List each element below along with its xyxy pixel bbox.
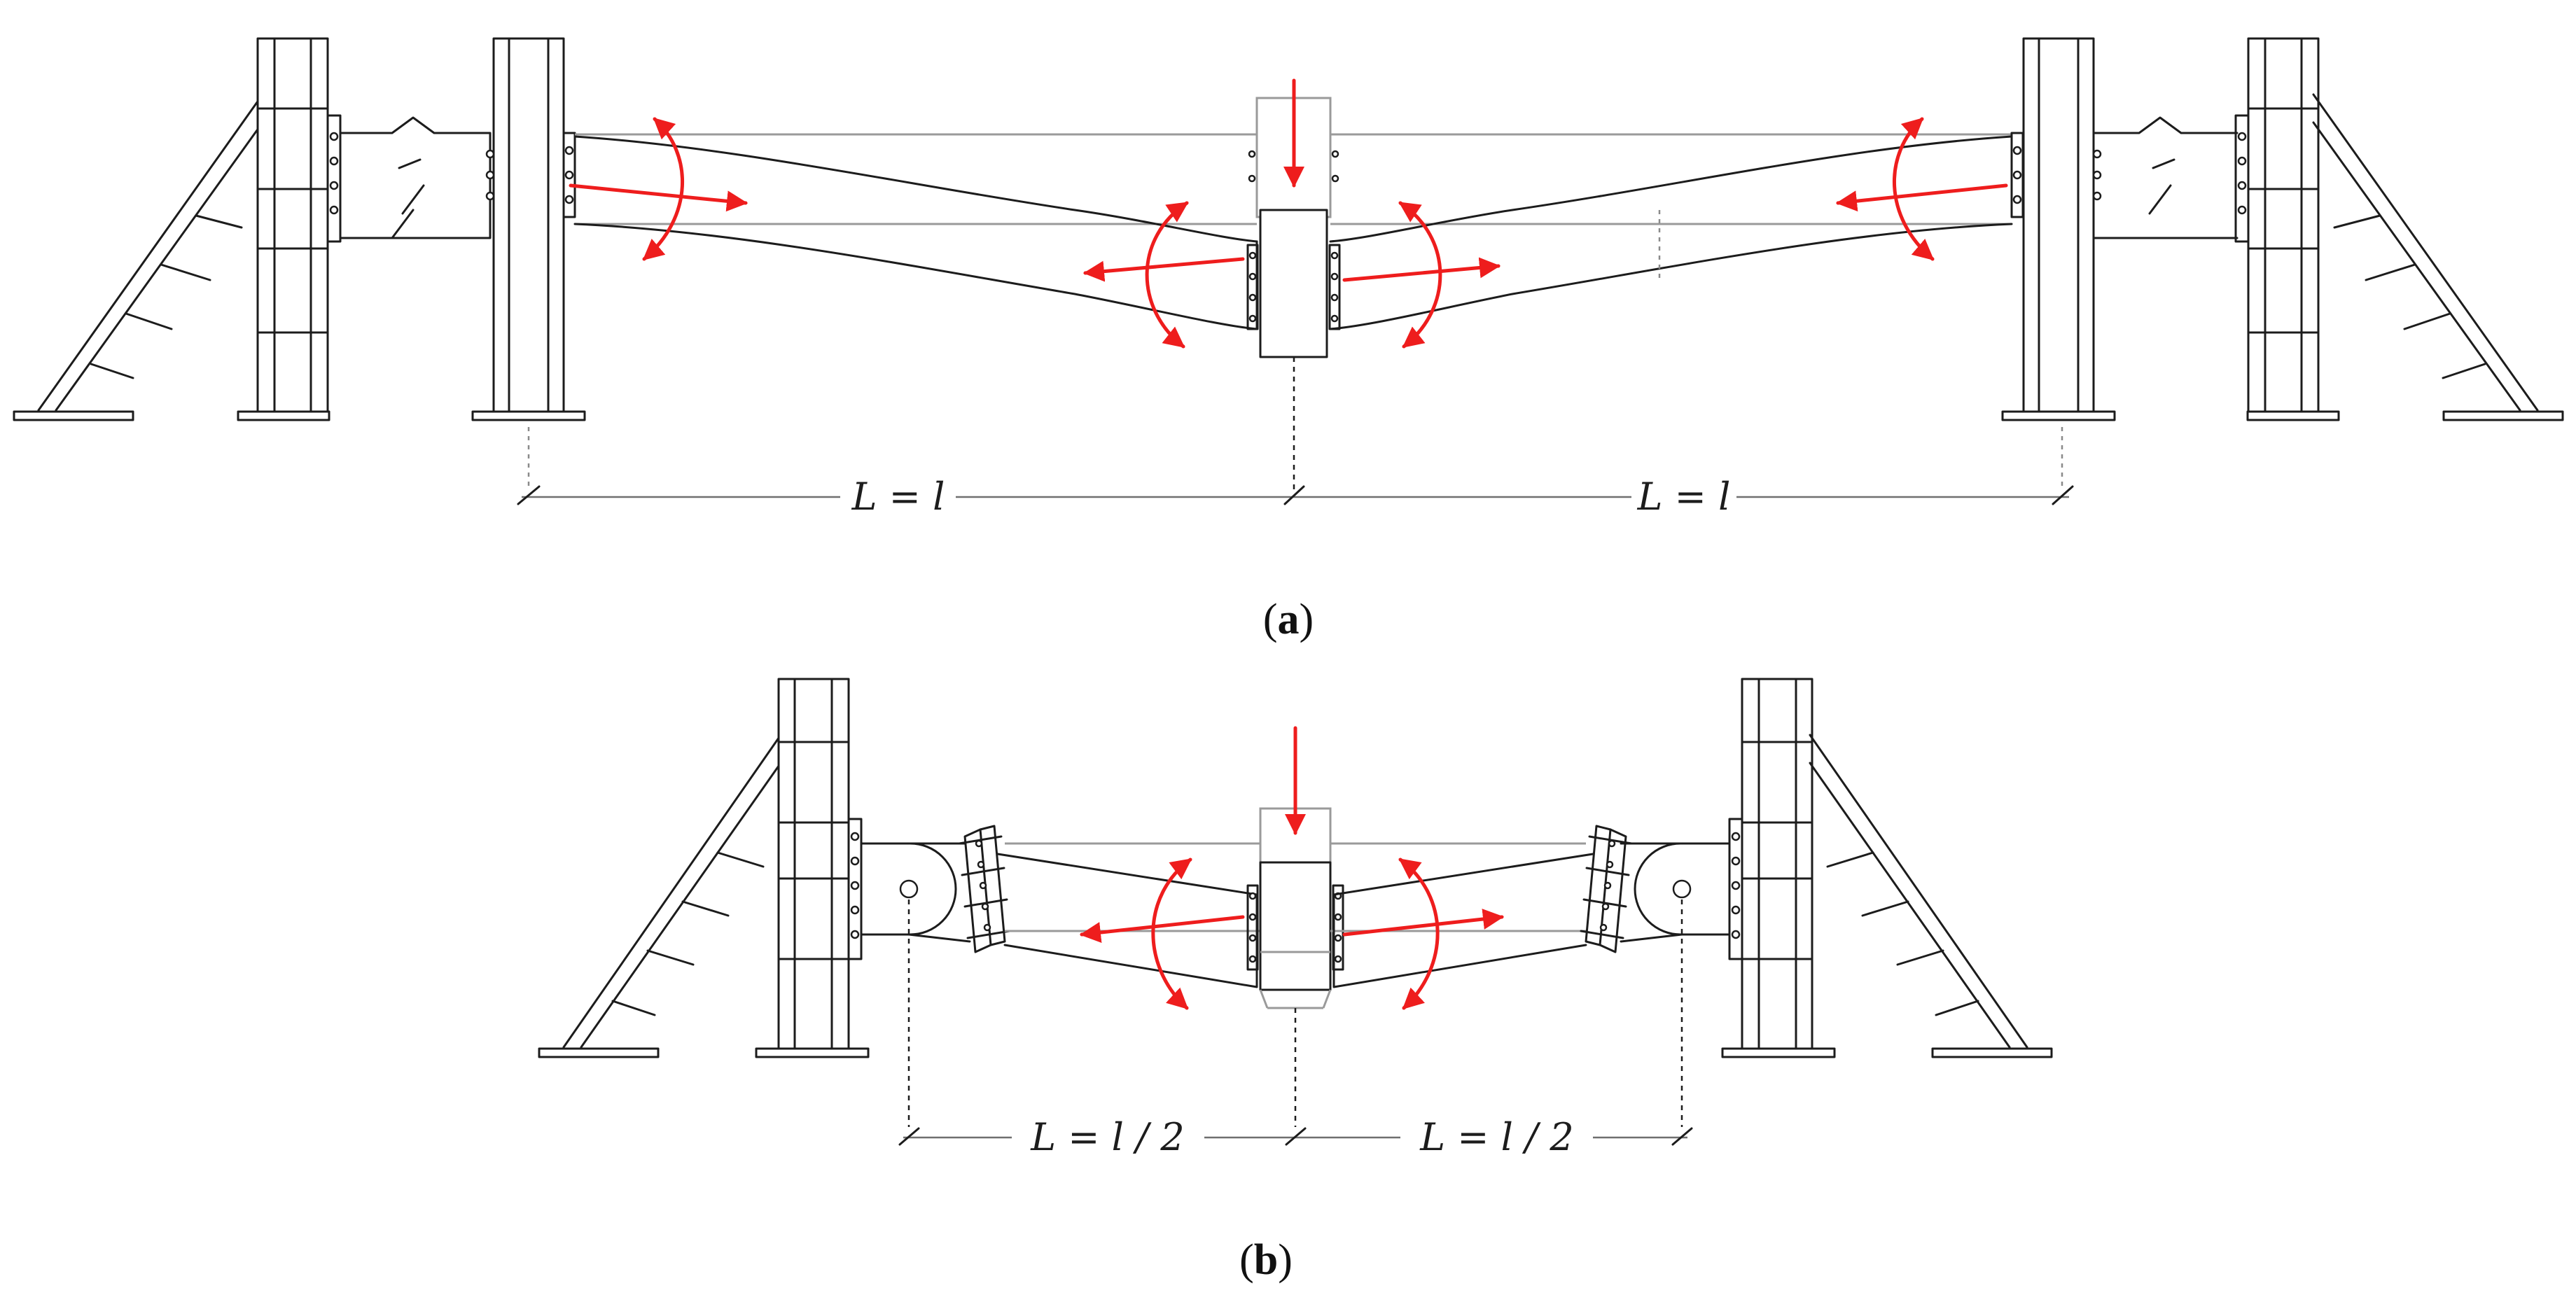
right-pin-clevis-b: [1620, 842, 1731, 943]
load-arrows-b: [1080, 726, 1504, 1010]
dimension-label-right-a: L = l: [1637, 475, 1731, 519]
caption-a: (a): [1263, 596, 1314, 643]
axial-arrow-right-end: [1836, 183, 2008, 212]
left-splice-b: [958, 825, 1011, 953]
moment-arrow-left-beam: [1151, 858, 1192, 1010]
axial-arrow-right-beam: [1342, 909, 1504, 937]
central-column-a: [1246, 97, 1341, 358]
moment-arrow-right-beam: [1398, 858, 1440, 1010]
dimensions-b: L = l / 2 L = l / 2: [898, 899, 1693, 1159]
panel-b: L = l / 2 L = l / 2 (b): [538, 678, 2053, 1284]
dimension-label-left-b: L = l / 2: [1030, 1115, 1185, 1159]
left-pin-clevis-b: [860, 842, 971, 943]
caption-b: (b): [1239, 1236, 1293, 1284]
right-beam-b: [1330, 842, 1594, 988]
axial-arrow-left-beam: [1083, 257, 1245, 282]
left-pin-icon: [899, 879, 919, 899]
moment-arrow-left-beam: [1145, 201, 1189, 349]
moment-arrow-right-end: [1892, 117, 1935, 261]
moment-arrow-left-end: [642, 117, 685, 261]
left-reaction-frame-a: [13, 37, 492, 421]
axial-arrow-left-end: [569, 183, 748, 212]
central-column-b: [1246, 807, 1344, 1009]
axial-arrow-right-beam: [1342, 257, 1501, 282]
moment-arrow-right-beam: [1398, 201, 1442, 349]
dimension-label-right-b: L = l / 2: [1419, 1115, 1574, 1159]
left-beam-b: [996, 842, 1260, 988]
right-support-column-a: [2001, 37, 2116, 421]
right-splice-b: [1580, 825, 1633, 953]
dimension-label-left-a: L = l: [851, 475, 945, 519]
panel-a: L = l L = l (a): [13, 37, 2564, 643]
right-beam-a: [1329, 133, 2013, 330]
dimensions-a: L = l L = l: [517, 357, 2074, 519]
left-beam-a: [573, 133, 1258, 330]
right-pin-icon: [1672, 879, 1692, 899]
left-support-column-a: [471, 37, 586, 421]
load-arrows-a: [569, 78, 2008, 349]
right-reaction-frame-b: [1721, 678, 2053, 1058]
left-reaction-frame-b: [538, 678, 870, 1058]
axial-arrow-left-beam: [1080, 915, 1245, 943]
right-reaction-frame-a: [2092, 37, 2564, 421]
